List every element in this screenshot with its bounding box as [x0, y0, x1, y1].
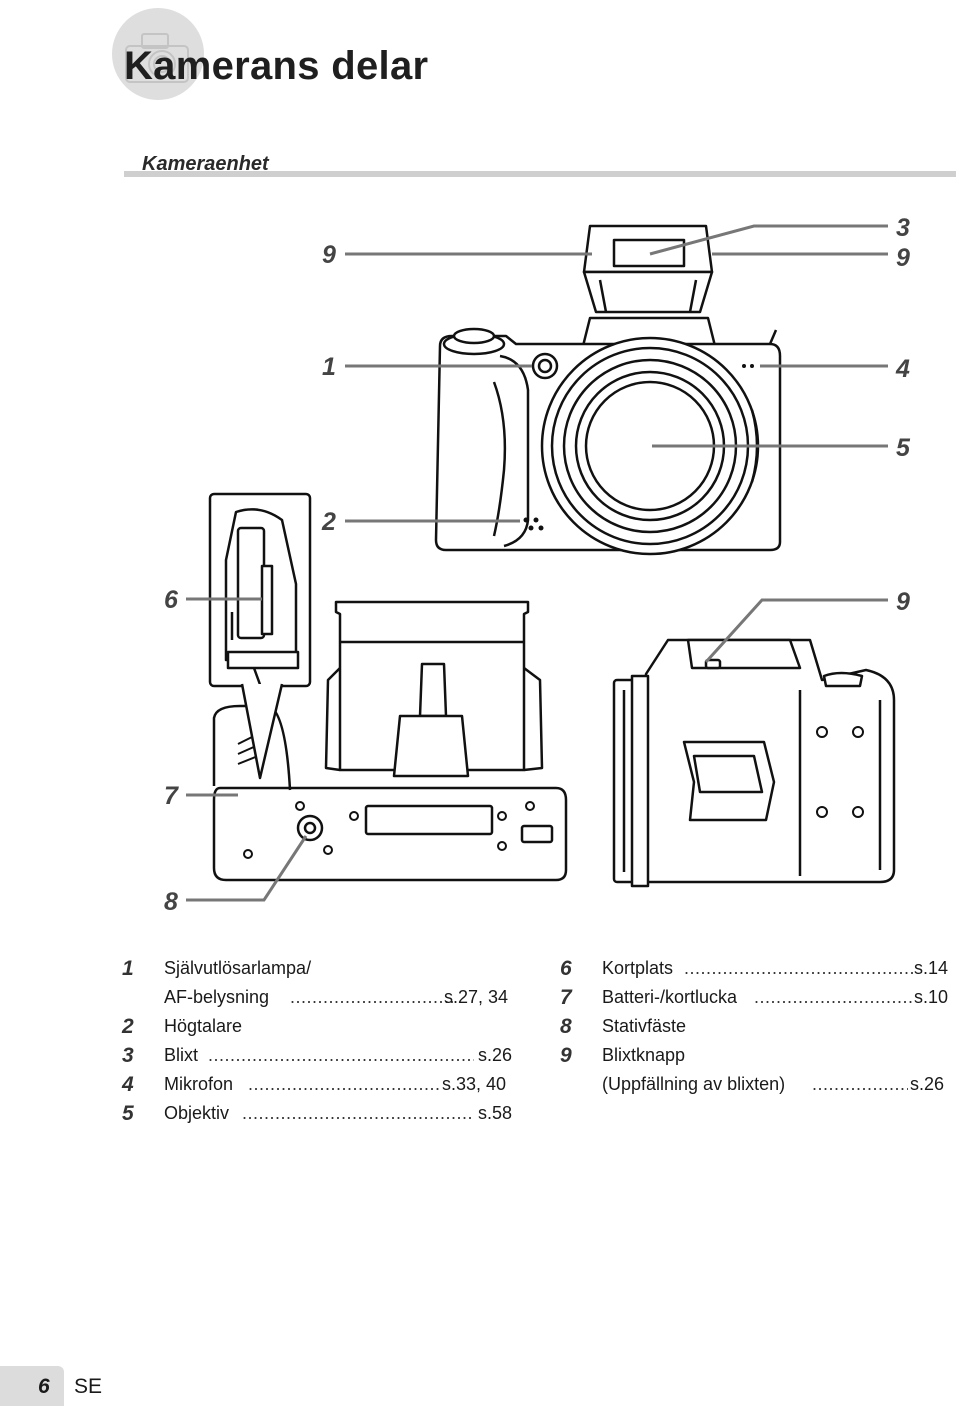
- legend-number: 8: [560, 1015, 572, 1038]
- legend-number: 7: [560, 986, 572, 1009]
- legend-page-ref: s.10: [914, 987, 949, 1007]
- section-rule: [124, 171, 956, 177]
- legend-number: 5: [122, 1102, 134, 1125]
- callout-9c: 9: [896, 588, 910, 616]
- section-label: Kameraenhet: [142, 153, 269, 175]
- callout-4: 4: [895, 355, 910, 383]
- leader-dots: ........................................…: [290, 987, 456, 1007]
- legend-label: Kortplats: [602, 958, 674, 978]
- legend-page-ref: s.14: [914, 958, 949, 978]
- legend-item: 8 Stativfäste: [560, 1012, 956, 1041]
- legend-item: 5 Objektiv .............................…: [122, 1099, 522, 1128]
- callout-8: 8: [164, 888, 178, 915]
- page-title: Kamerans delar: [124, 44, 429, 88]
- callout-5: 5: [896, 434, 911, 462]
- callout-lines: [186, 224, 888, 902]
- legend-page-ref: s.26: [478, 1045, 513, 1065]
- legend-label: Mikrofon: [164, 1074, 234, 1094]
- legend-number: 3: [122, 1044, 134, 1067]
- legend-label: (Uppfällning av blixten): [602, 1074, 786, 1094]
- legend-item: (Uppfällning av blixten) ...............…: [560, 1070, 956, 1099]
- legend-number: 4: [122, 1073, 134, 1096]
- camera-diagram: 9 1 2 6 7 8 3 9 4 5 9: [164, 214, 911, 915]
- page-number: 6: [38, 1375, 50, 1398]
- legend-number: 9: [560, 1044, 572, 1067]
- leader-dots: ........................................…: [754, 987, 914, 1007]
- legend-label: AF-belysning: [164, 987, 270, 1007]
- legend-label: Högtalare: [164, 1016, 243, 1036]
- legend-page-ref: s.58: [478, 1103, 513, 1123]
- legend-item: 9 Blixtknapp: [560, 1041, 956, 1070]
- callout-numbers: 9 1 2 6 7 8 3 9 4 5 9: [164, 214, 911, 915]
- leader-dots: .........................: [812, 1074, 908, 1094]
- legend-label: Blixt: [164, 1045, 199, 1065]
- legend-page-ref: s.26: [910, 1074, 945, 1094]
- callout-1: 1: [322, 353, 336, 381]
- legend-page-ref: s.27, 34: [444, 987, 509, 1007]
- camera-bottom-view: [212, 600, 568, 882]
- legend-item: 7 Batteri-/kortlucka ...................…: [560, 983, 956, 1012]
- legend-label: Blixtknapp: [602, 1045, 686, 1065]
- legend-label: Batteri-/kortlucka: [602, 987, 738, 1007]
- language-code: SE: [74, 1375, 103, 1398]
- callout-6: 6: [164, 586, 179, 614]
- callout-2: 2: [321, 508, 336, 536]
- legend-item: 3 Blixt ................................…: [122, 1041, 522, 1070]
- card-slot-inset: [208, 492, 312, 780]
- legend-item: 1 Självutlösarlampa/: [122, 954, 522, 983]
- leader-dots: ........................................…: [248, 1074, 440, 1094]
- legend-number: 1: [122, 957, 134, 980]
- callout-9a: 9: [322, 241, 336, 269]
- legend-item: 2 Högtalare: [122, 1012, 522, 1041]
- legend-item: 6 Kortplats ............................…: [560, 954, 956, 983]
- section-heading: Kameraenhet: [124, 150, 956, 177]
- legend-item: AF-belysning ...........................…: [122, 983, 522, 1012]
- camera-side-view: [612, 638, 896, 888]
- leader-dots: ........................................…: [684, 958, 914, 978]
- title-camera-badge-icon: [112, 8, 204, 100]
- legend-number: 6: [560, 957, 572, 980]
- legend-number: 2: [122, 1015, 134, 1038]
- callout-7: 7: [164, 782, 179, 810]
- legend-right: 6 Kortplats ............................…: [560, 954, 956, 1099]
- callout-9b: 9: [896, 244, 910, 272]
- legend-left: 1 Självutlösarlampa/ AF-belysning ......…: [122, 954, 522, 1128]
- leader-dots: ........................................…: [208, 1045, 474, 1065]
- page-tab: [0, 1366, 64, 1406]
- legend-label: Objektiv: [164, 1103, 230, 1123]
- legend-label: Stativfäste: [602, 1016, 687, 1036]
- legend-label: Självutlösarlampa/: [164, 958, 312, 978]
- callout-3: 3: [896, 214, 910, 242]
- legend-page-ref: s.33, 40: [442, 1074, 507, 1094]
- leader-dots: ........................................…: [242, 1103, 474, 1123]
- legend-item: 4 Mikrofon .............................…: [122, 1070, 522, 1099]
- camera-front-view: [434, 224, 782, 556]
